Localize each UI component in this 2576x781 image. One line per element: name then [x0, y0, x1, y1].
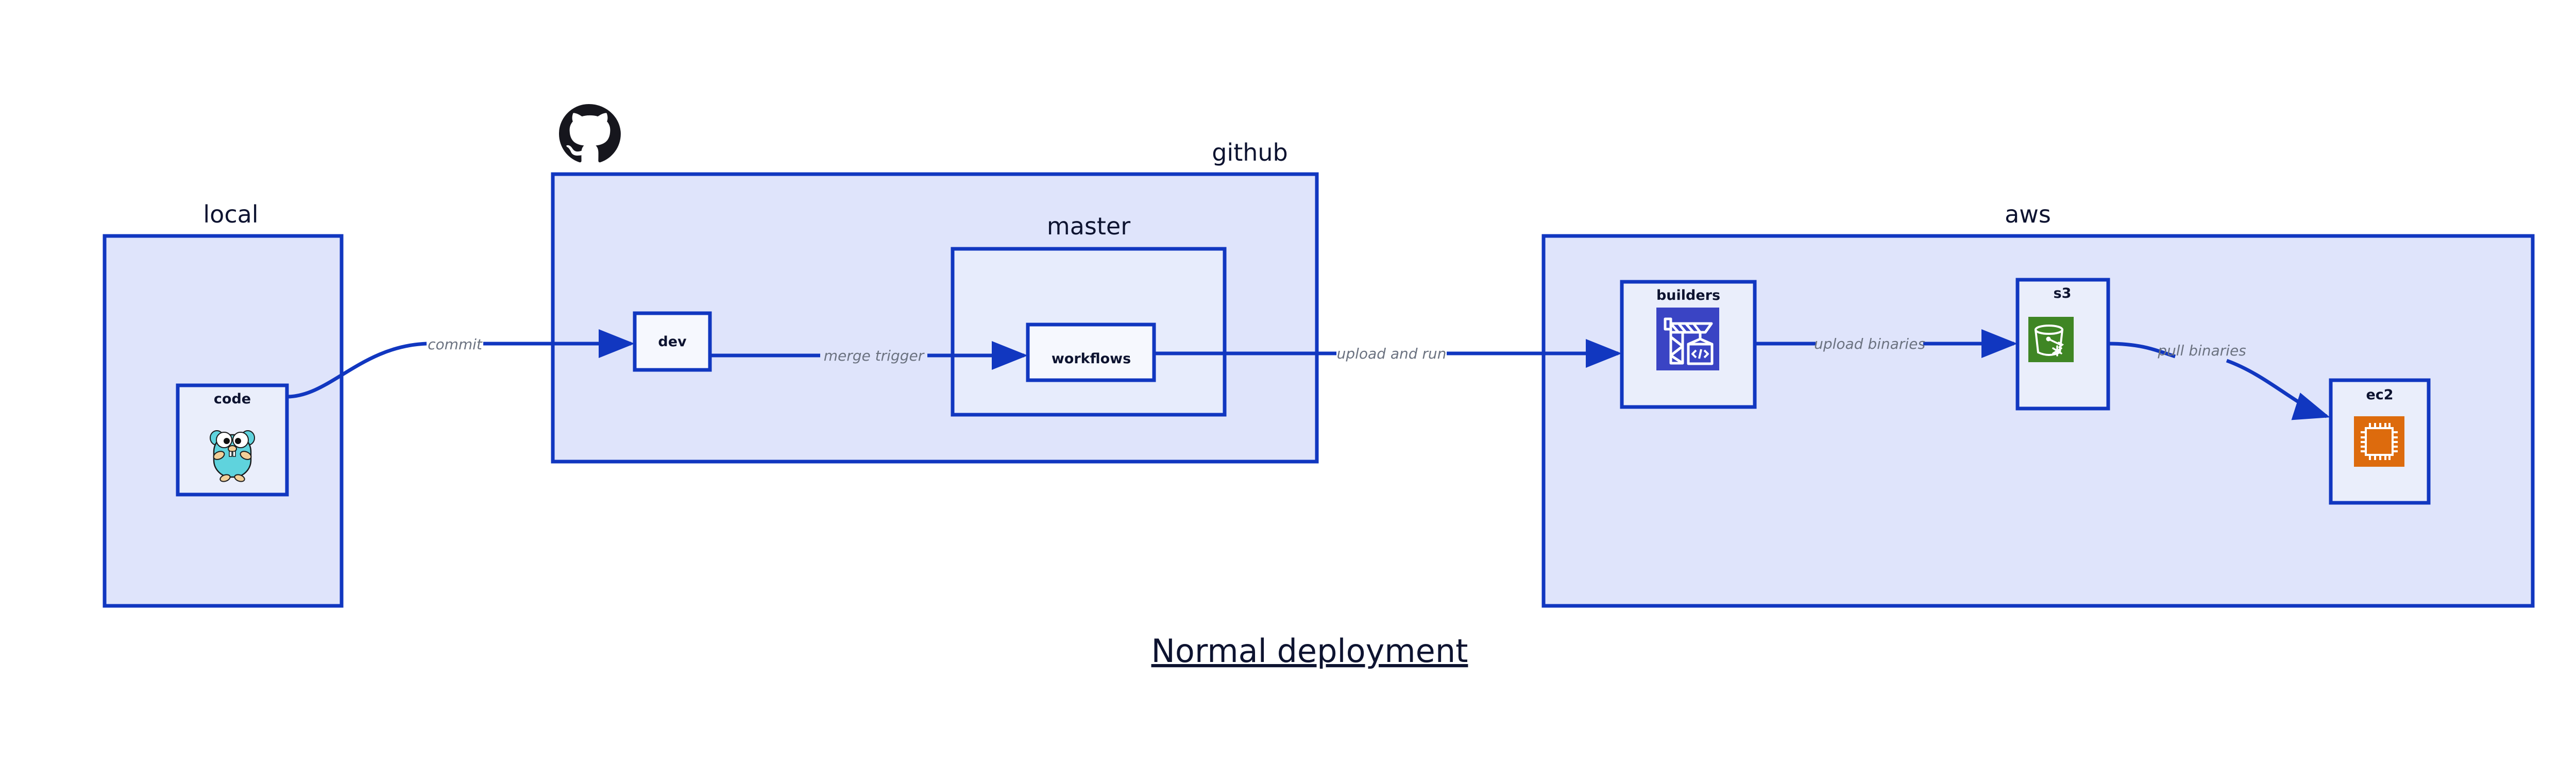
node-label-code: code [214, 391, 251, 407]
group-aws: aws builders [1541, 200, 2535, 608]
edge-upload-and-run: upload and run [1154, 339, 1622, 368]
github-logo-icon [559, 104, 621, 163]
subgroup-label-master: master [1047, 212, 1130, 240]
edge-label-bg-merge-trigger [820, 346, 927, 365]
node-ec2[interactable]: ec2 [2329, 378, 2431, 505]
aws-s3-bucket-icon [2028, 317, 2074, 362]
node-code[interactable]: code [176, 383, 289, 497]
edge-commit: commit [286, 329, 635, 399]
aws-codebuild-icon [1656, 308, 1719, 370]
node-label-workflows: workflows [1052, 351, 1131, 367]
aws-ec2-chip-icon [2354, 416, 2404, 467]
node-label-dev: dev [658, 334, 687, 350]
node-label-builders: builders [1656, 287, 1720, 303]
subgroup-master: master workflows [951, 212, 1227, 417]
edge-label-pull-binaries: pull binaries [2157, 342, 2246, 359]
edge-label-merge-trigger-text: merge trigger [824, 347, 925, 364]
edge-upload-binaries: upload binaries [1755, 329, 2018, 358]
node-label-s3: s3 [2054, 285, 2072, 301]
group-label-github: github [1212, 139, 1288, 166]
node-workflows[interactable]: workflows [1026, 322, 1156, 382]
group-local: local code [103, 200, 344, 608]
group-github: github dev master workflows [551, 104, 1319, 464]
group-label-local: local [203, 200, 258, 228]
node-dev[interactable]: dev [633, 311, 712, 372]
node-box-dev[interactable] [633, 311, 712, 372]
edge-merge-trigger: merge trigger merge trigger [710, 341, 1028, 370]
go-gopher-icon [210, 430, 255, 482]
edge-pull-binaries: pull binaries [2108, 342, 2330, 420]
node-label-ec2: ec2 [2366, 387, 2393, 403]
edge-label-commit: commit [428, 336, 483, 353]
diagram-title: Normal deployment [1151, 632, 1468, 670]
edge-label-upload-binaries: upload binaries [1814, 335, 1925, 352]
group-label-aws: aws [2005, 200, 2051, 228]
edge-label-upload-and-run: upload and run [1337, 345, 1447, 362]
node-s3[interactable]: s3 [2015, 278, 2110, 411]
node-builders[interactable]: builders [1620, 280, 1757, 409]
